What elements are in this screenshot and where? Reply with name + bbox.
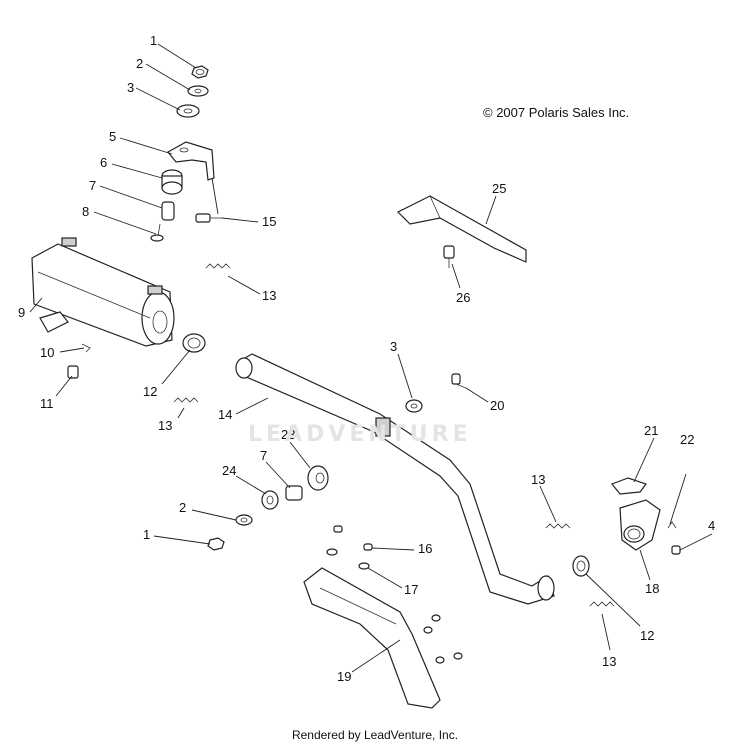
callout-22: 22	[680, 432, 694, 447]
spring-part-22	[667, 521, 677, 529]
muffler-part-9	[31, 237, 175, 347]
callout-2-lower: 2	[179, 500, 186, 515]
callout-7-lower: 7	[260, 448, 267, 463]
callout-3: 3	[127, 80, 134, 95]
screw-part-16	[333, 525, 373, 551]
nut-part-1-lower	[207, 537, 225, 551]
spring-part-13-right-lower	[589, 601, 615, 607]
callout-20: 20	[490, 398, 504, 413]
sleeve-part-7	[161, 201, 175, 221]
callout-labels: 1 2 3 5 6 7 8 15 9 13 10 11 12 13 25 26 …	[18, 33, 715, 684]
callout-5: 5	[109, 129, 116, 144]
callout-19: 19	[337, 669, 351, 684]
gasket-part-12-right	[572, 555, 590, 577]
callout-21: 21	[644, 423, 658, 438]
callout-6: 6	[100, 155, 107, 170]
bolt-part-26	[443, 245, 455, 268]
callout-2: 2	[136, 56, 143, 71]
leader-lines	[29, 43, 713, 673]
spring-part-13-left	[173, 397, 199, 403]
washer-part-3-right	[405, 399, 423, 413]
callout-16: 16	[418, 541, 432, 556]
footer-credit: Rendered by LeadVenture, Inc.	[291, 728, 459, 742]
nut-part-1	[191, 65, 209, 79]
callout-3-right: 3	[390, 339, 397, 354]
bolt-part-15	[195, 213, 222, 223]
bracket-part-5	[167, 141, 215, 181]
callout-1: 1	[150, 33, 157, 48]
callout-9: 9	[18, 305, 25, 320]
callout-17: 17	[404, 582, 418, 597]
pin-part-10	[81, 343, 91, 353]
washer-part-2	[187, 85, 209, 97]
callout-4: 4	[708, 518, 715, 533]
sleeve-part-7-lower	[285, 485, 303, 501]
spring-part-13-right-upper	[545, 523, 571, 529]
grommet-part-23	[307, 465, 329, 491]
callout-8: 8	[82, 204, 89, 219]
callout-12-left: 12	[143, 384, 157, 399]
callout-13-right-upper: 13	[531, 472, 545, 487]
plug-part-4	[671, 545, 681, 555]
callout-1-lower: 1	[143, 527, 150, 542]
washer-part-3	[176, 104, 200, 118]
callout-24: 24	[222, 463, 236, 478]
spring-part-13-upper	[205, 263, 231, 269]
callout-15: 15	[262, 214, 276, 229]
bolt-part-20	[451, 373, 467, 389]
callout-13-right-lower: 13	[602, 654, 616, 669]
callout-25: 25	[492, 181, 506, 196]
gasket-part-12-left	[182, 333, 206, 353]
washer-part-2-lower	[235, 514, 253, 526]
callout-26: 26	[456, 290, 470, 305]
head-pipe-part-14	[235, 353, 555, 605]
washer-part-24	[261, 490, 279, 510]
bolt-part-8	[150, 223, 164, 242]
copyright-text: © 2007 Polaris Sales Inc.	[483, 105, 630, 120]
flange-part-18	[619, 499, 661, 551]
heat-shield-part-25	[396, 195, 527, 263]
callout-13-left: 13	[158, 418, 172, 433]
callout-18: 18	[645, 581, 659, 596]
callout-7: 7	[89, 178, 96, 193]
callout-23: 23	[281, 427, 295, 442]
callout-11: 11	[40, 396, 54, 411]
watermark: LEADVENTURE	[248, 422, 472, 447]
callout-12-right: 12	[640, 628, 654, 643]
grommet-part-6	[161, 169, 183, 195]
callout-14: 14	[218, 407, 232, 422]
washer-part-17	[326, 548, 370, 570]
callout-13-upper: 13	[262, 288, 276, 303]
callout-10: 10	[40, 345, 54, 360]
plug-part-11	[67, 365, 79, 379]
gasket-part-21	[611, 477, 647, 495]
heat-shield-part-19	[303, 567, 463, 709]
